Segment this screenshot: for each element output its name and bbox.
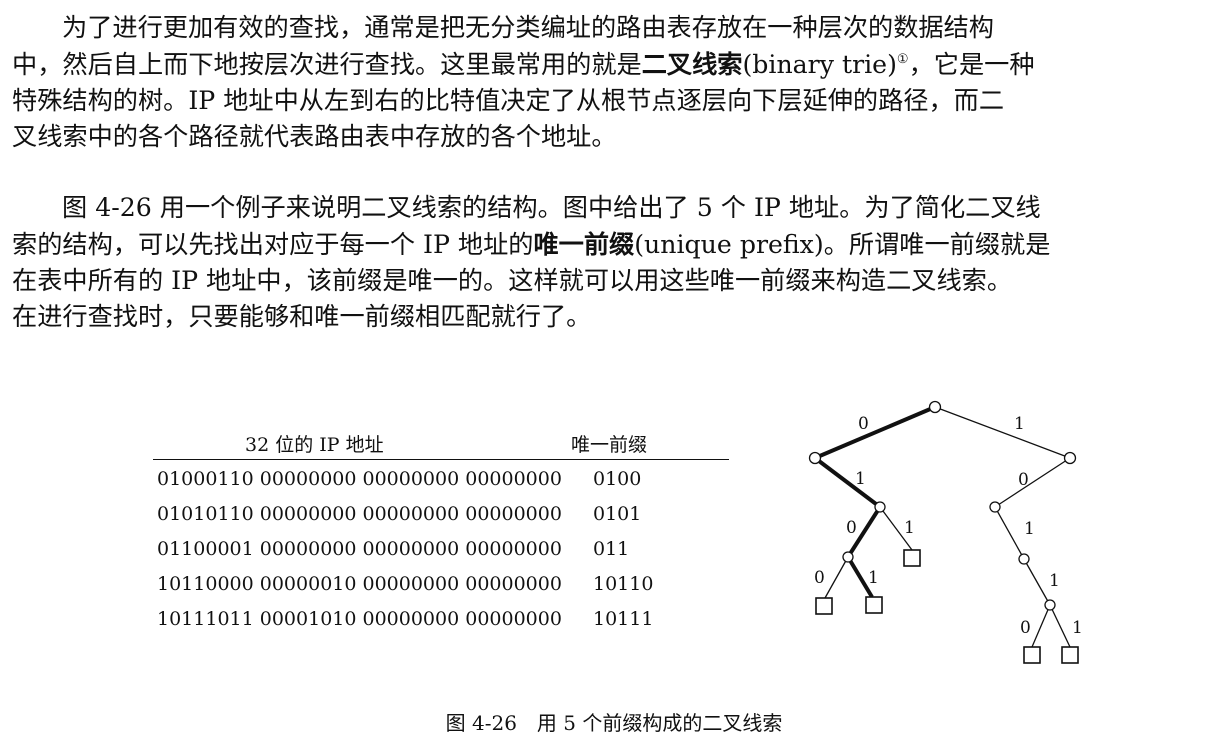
edge-1011-1 <box>1049 604 1071 648</box>
text-line: 图 4-26 用一个例子来说明二叉线索的结构。图中给出了 5 个 IP 地址。为… <box>62 193 1041 222</box>
text-line: 中，然后自上而下地按层次进行查找。这里最常用的就是二叉线索(binary tri… <box>12 46 1216 83</box>
leaf-10110 <box>1023 646 1041 664</box>
ip-address-cell: 10111011 00001010 00000000 00000000 <box>157 608 562 630</box>
paragraph-unique-prefix: 图 4-26 用一个例子来说明二叉线索的结构。图中给出了 5 个 IP 地址。为… <box>12 190 1216 335</box>
edge-label: 0 <box>846 518 857 538</box>
prefix-cell: 0101 <box>593 503 642 525</box>
text-segment: 索的结构，可以先找出对应于每一个 IP 地址的 <box>12 230 534 259</box>
text-line: 在进行查找时，只要能够和唯一前缀相匹配就行了。 <box>12 302 592 331</box>
leaf-0100 <box>815 597 833 615</box>
edge-010-1 <box>846 555 874 599</box>
text-line: 叉线索中的各个路径就代表路由表中存放的各个地址。 <box>12 122 617 151</box>
text-line: 特殊结构的树。IP 地址中从左到右的比特值决定了从根节点逐层向下层延伸的路径，而… <box>12 86 1005 115</box>
prefix-cell: 011 <box>593 538 630 560</box>
table-row: 01000110 00000000 00000000 00000000 0100 <box>153 460 729 495</box>
node-101 <box>1018 553 1030 565</box>
table-header: 32 位的 IP 地址 唯一前缀 <box>153 426 729 460</box>
text-segment: 中，然后自上而下地按层次进行查找。这里最常用的就是 <box>12 50 642 79</box>
ip-address-cell: 01010110 00000000 00000000 00000000 <box>157 503 562 525</box>
ip-prefix-table: 32 位的 IP 地址 唯一前缀 01000110 00000000 00000… <box>153 426 729 635</box>
edge-root-0 <box>814 405 936 460</box>
edge-01-0 <box>846 505 882 559</box>
edge-label: 0 <box>814 568 825 588</box>
term-binary-trie: 二叉线索 <box>641 49 743 79</box>
text-segment: ，它是一种 <box>908 50 1035 79</box>
node-01 <box>874 501 886 513</box>
node-1011 <box>1044 599 1056 611</box>
edge-label: 0 <box>1020 618 1031 638</box>
leaf-0101 <box>865 596 883 614</box>
node-root <box>928 400 942 414</box>
leaf-011 <box>903 549 921 567</box>
edge-010-0 <box>824 556 849 599</box>
node-1 <box>1063 451 1077 465</box>
prefix-cell: 10111 <box>593 608 654 630</box>
edge-label: 0 <box>1018 470 1029 490</box>
table-row: 10111011 00001010 00000000 00000000 1011… <box>153 600 729 635</box>
text-line: 为了进行更加有效的查找，通常是把无分类编址的路由表存放在一种层次的数据结构 <box>62 13 994 42</box>
edge-0-1 <box>813 456 882 509</box>
ip-address-cell: 01100001 00000000 00000000 00000000 <box>157 538 562 560</box>
header-rule <box>153 459 729 460</box>
node-010 <box>842 551 854 563</box>
ip-address-cell: 01000110 00000000 00000000 00000000 <box>157 468 562 490</box>
binary-trie-diagram: 0 1 1 0 1 0 1 0 1 1 0 1 <box>808 400 1083 664</box>
edge-1011-0 <box>1031 604 1051 648</box>
prefix-cell: 10110 <box>593 573 654 595</box>
footnote-marker[interactable]: ① <box>896 52 909 67</box>
text-segment: (unique prefix)。所谓唯一前缀就是 <box>634 230 1051 259</box>
edge-label: 1 <box>855 469 866 489</box>
prefix-cell: 0100 <box>593 468 642 490</box>
leaf-10111 <box>1061 646 1079 664</box>
table-row: 01010110 00000000 00000000 00000000 0101 <box>153 495 729 530</box>
edge-01-1 <box>879 506 913 551</box>
edge-101-1 <box>1023 558 1051 606</box>
table-row: 10110000 00000010 00000000 00000000 1011… <box>153 565 729 600</box>
header-unique-prefix: 唯一前缀 <box>571 434 648 456</box>
paragraph-binary-trie-intro: 为了进行更加有效的查找，通常是把无分类编址的路由表存放在一种层次的数据结构 中，… <box>12 10 1216 155</box>
edge-label: 1 <box>1014 414 1025 434</box>
edge-label: 0 <box>858 414 869 434</box>
edge-10-1 <box>994 506 1025 560</box>
edge-label: 1 <box>904 518 915 538</box>
node-0 <box>808 451 822 465</box>
edge-label: 1 <box>868 568 879 588</box>
text-line: 索的结构，可以先找出对应于每一个 IP 地址的唯一前缀(unique prefi… <box>12 226 1216 263</box>
ip-address-cell: 10110000 00000010 00000000 00000000 <box>157 573 562 595</box>
edge-1-0 <box>994 457 1071 508</box>
term-unique-prefix: 唯一前缀 <box>533 229 635 259</box>
node-10 <box>989 501 1001 513</box>
figure-caption: 图 4-26 用 5 个前缀构成的二叉线索 <box>445 711 783 735</box>
edge-label: 1 <box>1072 618 1083 638</box>
edge-label: 1 <box>1024 519 1035 539</box>
text-segment: (binary trie) <box>742 50 897 79</box>
edge-root-1 <box>934 406 1071 459</box>
header-ip-address: 32 位的 IP 地址 <box>245 434 384 456</box>
text-line: 在表中所有的 IP 地址中，该前缀是唯一的。这样就可以用这些唯一前缀来构造二叉线… <box>12 266 1013 295</box>
edge-label: 1 <box>1049 571 1060 591</box>
table-row: 01100001 00000000 00000000 00000000 011 <box>153 530 729 565</box>
